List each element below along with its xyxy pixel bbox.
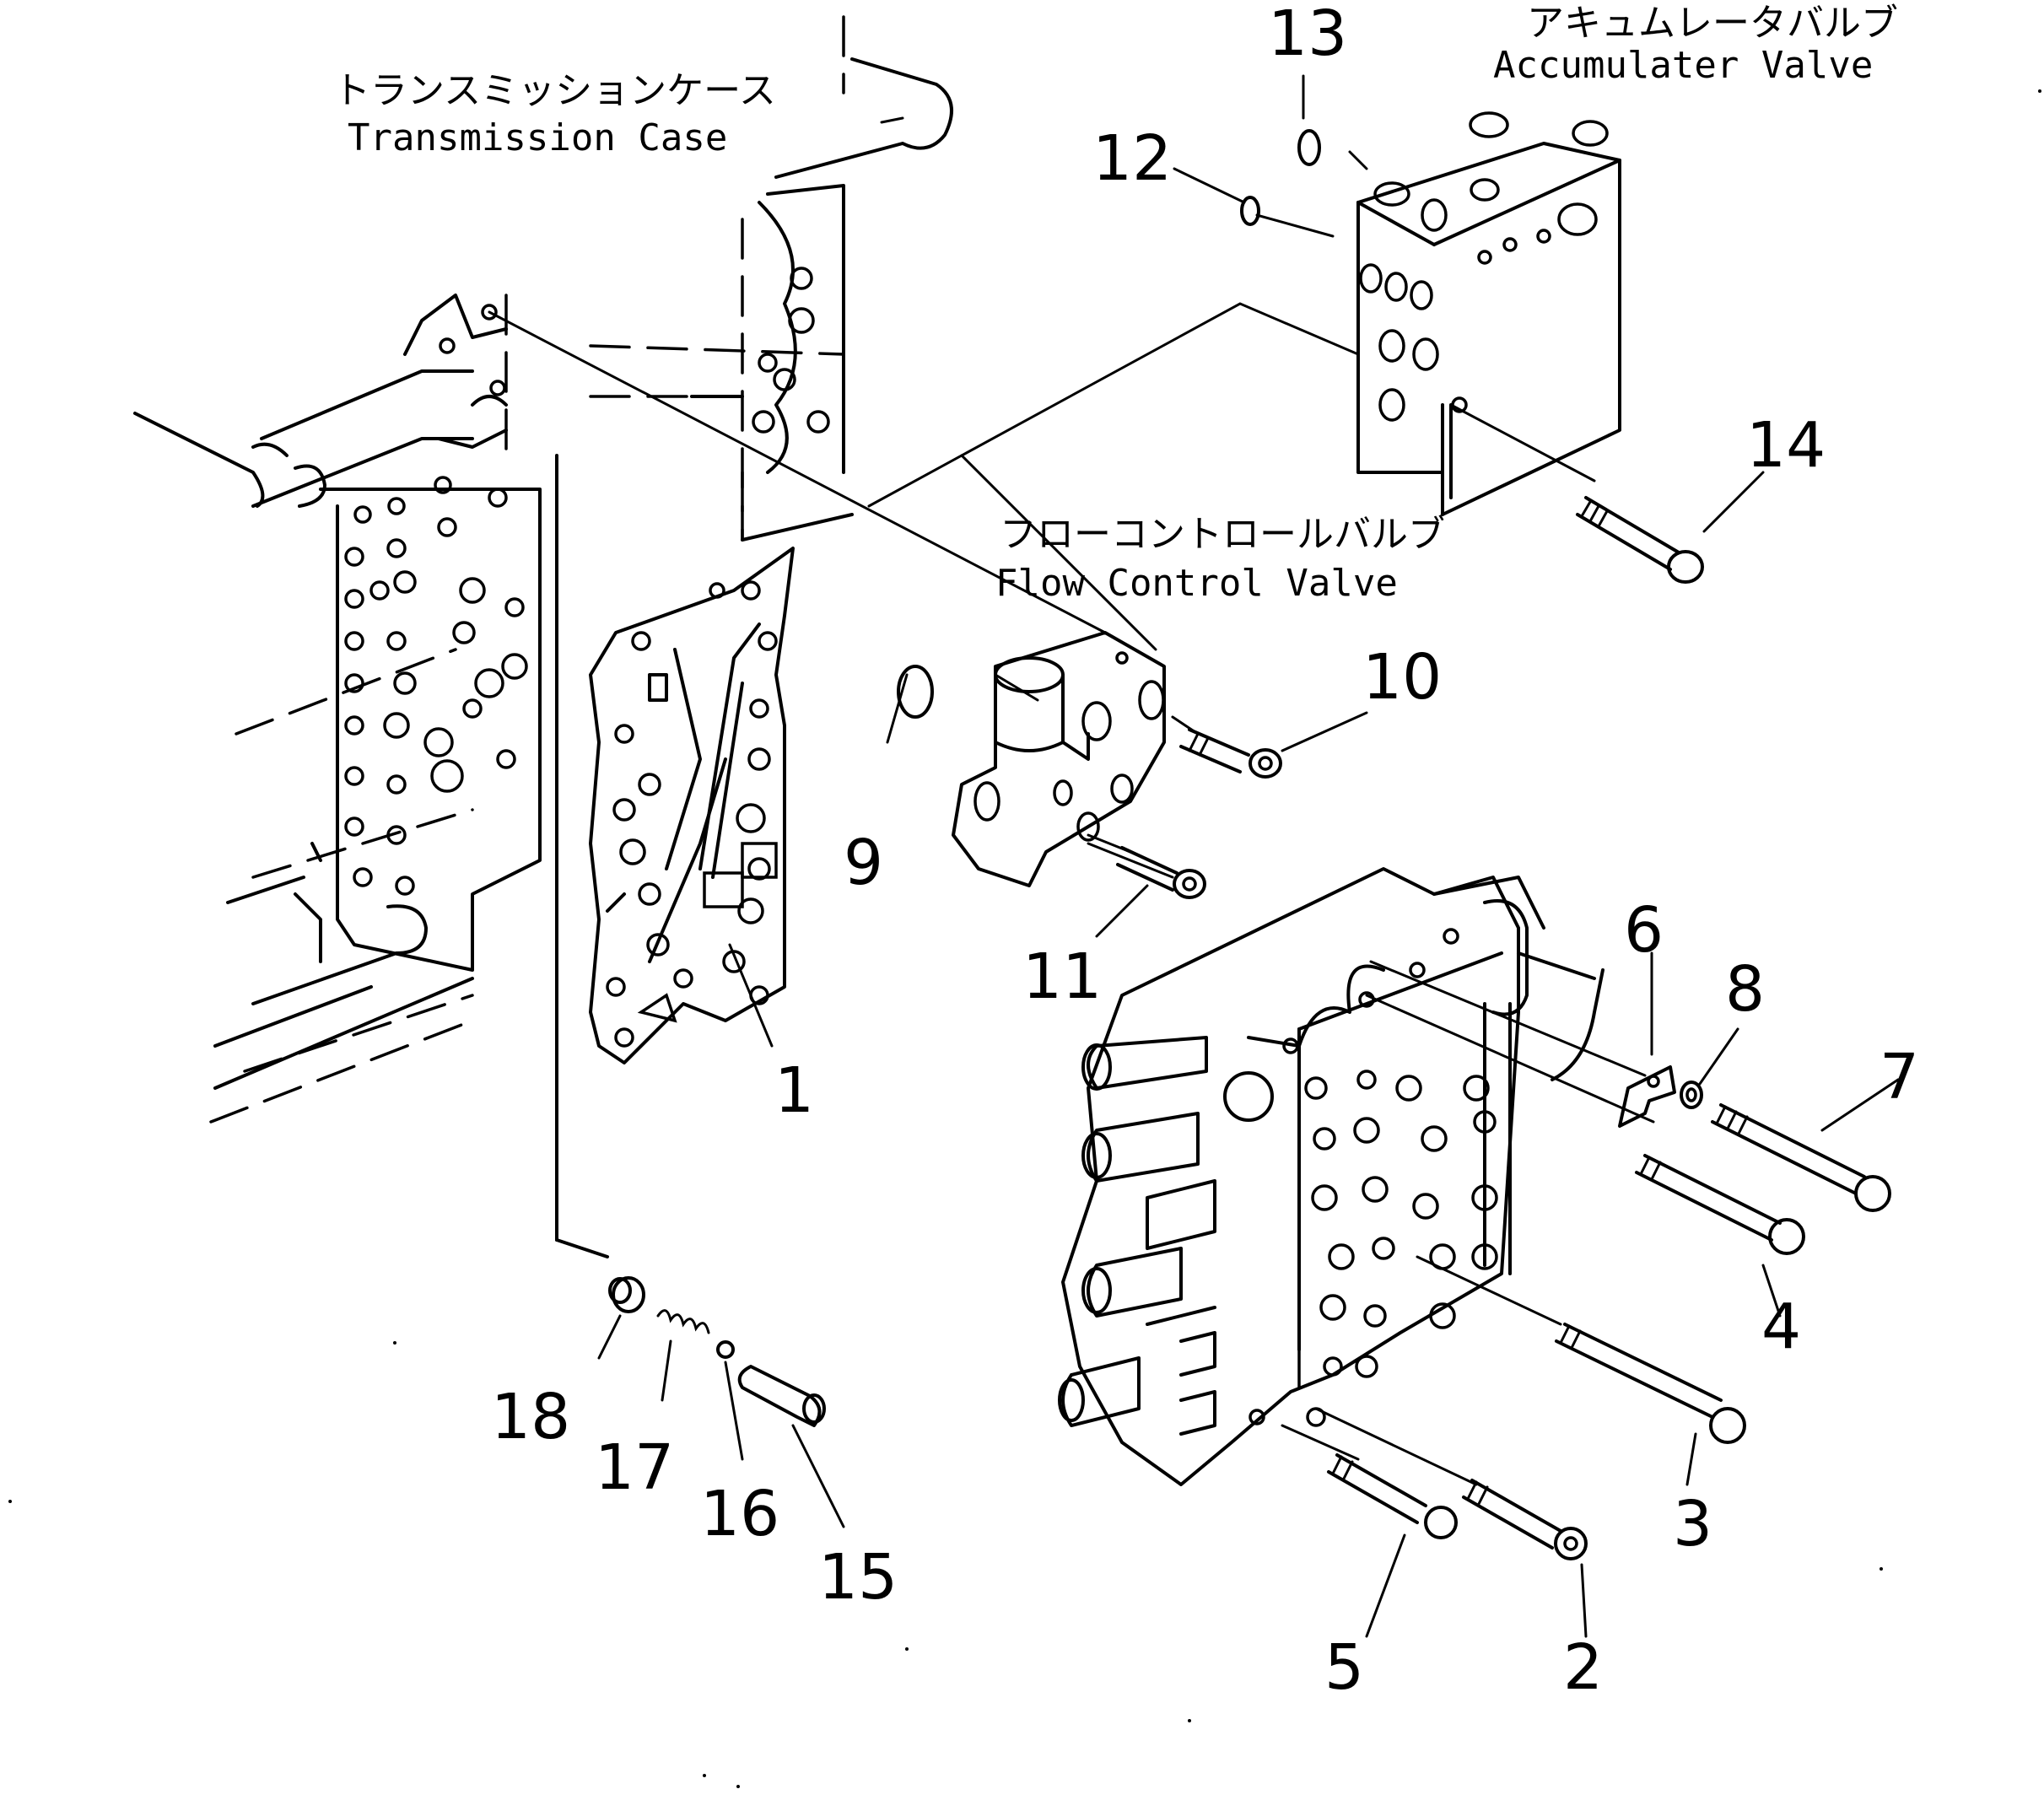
callout-18: 18 — [491, 1381, 570, 1453]
accumulator-valve-label-en: Accumulater Valve — [1493, 44, 1873, 87]
flow-control-valve-label-jp: フローコントロールバルブ — [1000, 513, 1445, 556]
plate-6 — [1618, 1065, 1676, 1128]
main-valve-body — [1058, 867, 1604, 1486]
transmission-case-label-en: Transmission Case — [348, 116, 727, 159]
bolt-2 — [1462, 1479, 1588, 1560]
callout-8: 8 — [1725, 953, 1765, 1026]
callout-5: 5 — [1324, 1631, 1364, 1704]
callout-12: 12 — [1092, 122, 1172, 195]
callout-16: 16 — [700, 1478, 779, 1550]
transmission-case-label-jp: トランスミッションケース — [333, 69, 776, 112]
bolt-7 — [1711, 1103, 1891, 1212]
bolt-11 — [1116, 846, 1206, 899]
o-ring-13 — [1297, 129, 1321, 166]
callout-4: 4 — [1761, 1291, 1801, 1363]
bolt-3 — [1555, 1323, 1746, 1444]
accumulator-valve — [1356, 111, 1621, 516]
gasket-plate — [589, 547, 795, 1064]
bolt-5 — [1327, 1453, 1458, 1539]
bolt-4 — [1635, 1154, 1805, 1255]
callout-leaders — [597, 74, 1900, 1638]
callout-14: 14 — [1746, 409, 1826, 482]
leader-lines — [488, 116, 1655, 1486]
transmission-case — [133, 15, 953, 1258]
bolt-14 — [1576, 496, 1704, 584]
ball-16 — [716, 1340, 735, 1359]
o-ring-9 — [897, 665, 934, 719]
callout-10: 10 — [1362, 641, 1442, 714]
callout-13: 13 — [1268, 0, 1347, 70]
spring-17 — [656, 1309, 710, 1334]
flow-control-valve — [952, 631, 1166, 887]
callout-6: 6 — [1624, 894, 1664, 967]
accumulator-valve-label-jp: アキュムレータバルブ — [1527, 2, 1898, 45]
washer-8 — [1680, 1081, 1703, 1109]
callout-15: 15 — [818, 1541, 898, 1614]
flow-control-valve-label-en: Flow Control Valve — [995, 562, 1398, 605]
callout-2: 2 — [1563, 1631, 1603, 1704]
callout-17: 17 — [595, 1431, 674, 1504]
plug-18 — [608, 1276, 645, 1313]
callout-9: 9 — [844, 827, 883, 899]
callout-1: 1 — [774, 1054, 814, 1127]
callout-3: 3 — [1673, 1488, 1712, 1560]
o-ring-12 — [1240, 196, 1260, 226]
piston-15 — [737, 1365, 826, 1427]
scan-specks — [8, 89, 2041, 1788]
callout-7: 7 — [1880, 1041, 1919, 1113]
callout-11: 11 — [1022, 940, 1102, 1013]
bolt-10 — [1179, 728, 1282, 779]
